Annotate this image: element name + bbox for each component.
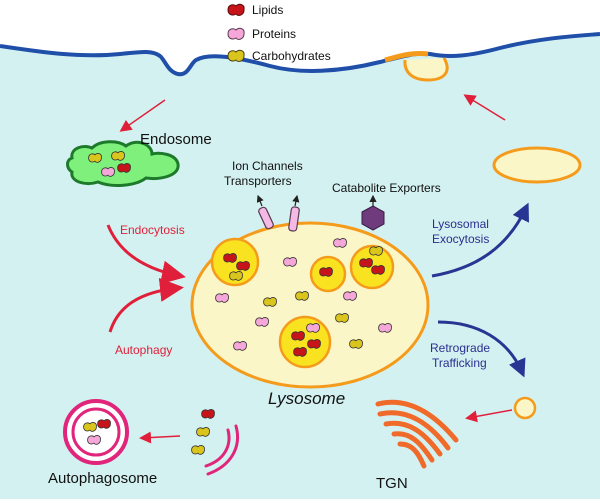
phagophore-cargo <box>191 409 215 455</box>
carb-particle <box>369 246 383 256</box>
exocytosis-fusion-arrow <box>463 94 506 121</box>
protein-particle <box>378 323 392 333</box>
exocytic-vesicle <box>492 146 582 184</box>
endosome-label: Endosome <box>140 131 212 148</box>
endocytosis-arrow <box>106 224 186 285</box>
lipid-particle <box>236 261 250 271</box>
lipid-particle <box>97 419 111 429</box>
legend: Lipids Proteins Carbohydrates <box>227 3 331 63</box>
intralumenal-vesicle <box>210 237 260 287</box>
lysosome-particles <box>215 238 392 357</box>
lysosome <box>190 221 430 389</box>
autophagy-arrow <box>108 277 184 333</box>
intralumenal-vesicle <box>349 244 395 290</box>
autophagosome-label: Autophagosome <box>48 470 157 487</box>
protein-particle <box>306 323 320 333</box>
lipid-particle <box>293 347 307 357</box>
lipid-particle <box>359 258 373 268</box>
autophagy-label: Autophagy <box>115 343 172 357</box>
endocytosis-label: Endocytosis <box>120 223 185 237</box>
ion-channels-label: Ion Channels <box>232 159 303 173</box>
to-autophagosome-arrow <box>139 431 181 444</box>
lipid-particle <box>371 265 385 275</box>
retrograde-arrow <box>437 320 526 378</box>
legend-lipids-label: Lipids <box>252 3 283 17</box>
protein-particle <box>87 435 101 445</box>
carb-particle <box>88 153 102 163</box>
carbohydrate-legend-icon <box>227 49 245 62</box>
autophagosome <box>63 399 129 465</box>
lipid-particle <box>223 253 237 263</box>
catabolite-exporter-icon <box>361 194 385 231</box>
lipid-particle <box>291 331 305 341</box>
carb-particle <box>295 291 309 301</box>
tgn-stack <box>375 399 459 469</box>
lipid-particle <box>319 267 333 277</box>
lysosome-label: Lysosome <box>268 389 345 408</box>
exocytosis-arrow <box>431 202 529 278</box>
tgn-label: TGN <box>376 475 408 492</box>
carb-particle <box>83 422 97 432</box>
intralumenal-vesicle <box>278 315 332 369</box>
protein-particle <box>343 291 357 301</box>
catabolite-exporters-label: Catabolite Exporters <box>332 181 441 195</box>
protein-legend-icon <box>227 27 245 40</box>
carb-particle <box>335 313 349 323</box>
vesicle-to-tgn-arrow <box>465 409 513 423</box>
ion-channel-icon <box>256 194 274 230</box>
protein-particle <box>215 293 229 303</box>
legend-proteins-label: Proteins <box>252 27 296 41</box>
arrow-to-endosome <box>119 99 166 132</box>
lipid-particle <box>201 409 215 419</box>
lipid-particle <box>117 163 131 173</box>
membrane-fusion-segment <box>384 51 429 63</box>
carb-particle <box>196 427 210 437</box>
retrograde-vesicle <box>513 396 537 420</box>
lipid-legend-icon <box>227 3 245 16</box>
endosome <box>66 140 180 187</box>
protein-particle <box>333 238 347 248</box>
protein-particle <box>233 341 247 351</box>
carb-particle <box>349 339 363 349</box>
carb-particle <box>229 271 243 281</box>
retrograde-trafficking-label-1: Retrograde <box>430 341 490 355</box>
phagophore-membrane <box>204 424 239 476</box>
transporters-label: Transporters <box>224 174 292 188</box>
lipid-particle <box>307 339 321 349</box>
protein-particle <box>101 167 115 177</box>
fusing-vesicle <box>403 57 449 82</box>
legend-carbohydrates-label: Carbohydrates <box>252 49 331 63</box>
lysosomal-exocytosis-label-2: Exocytosis <box>432 232 489 246</box>
carb-particle <box>263 297 277 307</box>
carb-particle <box>191 445 205 455</box>
protein-particle <box>255 317 269 327</box>
protein-particle <box>283 257 297 267</box>
lysosomal-exocytosis-label-1: Lysosomal <box>432 217 489 231</box>
carb-particle <box>111 151 125 161</box>
transporter-icon <box>288 194 300 232</box>
retrograde-trafficking-label-2: Trafficking <box>432 356 487 370</box>
